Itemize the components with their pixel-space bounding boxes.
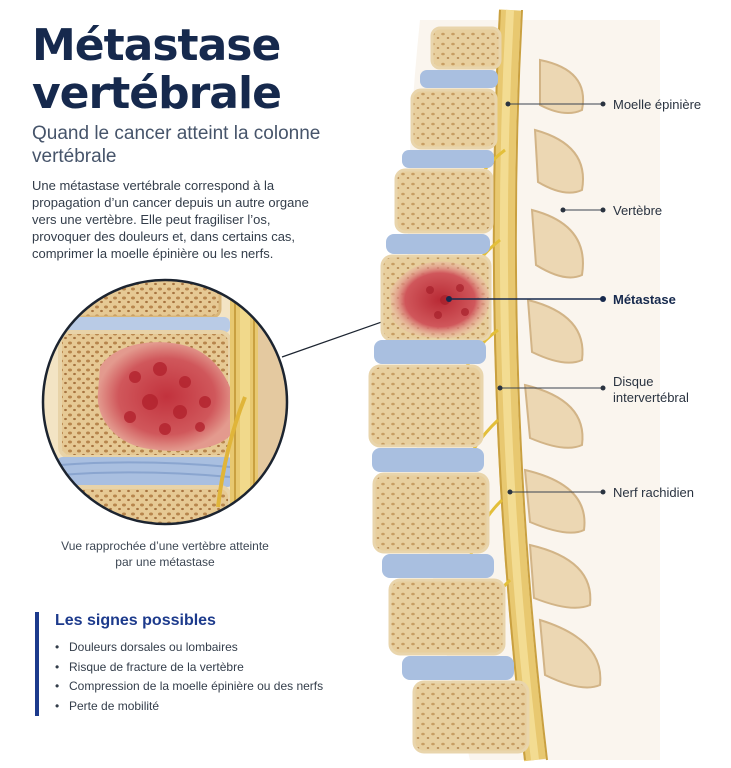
signs-list-item: Compression de la moelle épinière ou des… — [55, 677, 355, 697]
signs-list-item: Douleurs dorsales ou lombaires — [55, 638, 355, 658]
label-metastasis: Métastase — [613, 292, 676, 307]
signs-list: Douleurs dorsales ou lombaires Risque de… — [55, 638, 355, 716]
signs-list-item: Perte de mobilité — [55, 697, 355, 717]
label-disc-line1: Disque — [613, 374, 654, 389]
intro-paragraph: Une métastase vertébrale correspond à la… — [32, 178, 309, 261]
label-vertebra: Vertèbre — [613, 203, 663, 218]
zoom-vertebra-illustration — [41, 278, 289, 526]
signs-list-item: Risque de fracture de la vertèbre — [55, 658, 355, 678]
spine-illustration — [368, 9, 660, 762]
signs-heading: Les signes possibles — [55, 612, 216, 629]
label-disc-line2: intervertébral — [613, 390, 689, 405]
zoom-caption: Vue rapprochée d’une vertèbre atteinte p… — [61, 539, 269, 569]
signs-panel: Les signes possibles Douleurs dorsales o… — [35, 612, 355, 716]
label-spinal-cord: Moelle épinière — [613, 97, 702, 112]
label-nerve: Nerf rachidien — [613, 485, 694, 500]
page-subtitle: Quand le cancer atteint la colonne verté… — [32, 123, 321, 167]
page-title: Métastase vertébrale — [32, 20, 282, 119]
